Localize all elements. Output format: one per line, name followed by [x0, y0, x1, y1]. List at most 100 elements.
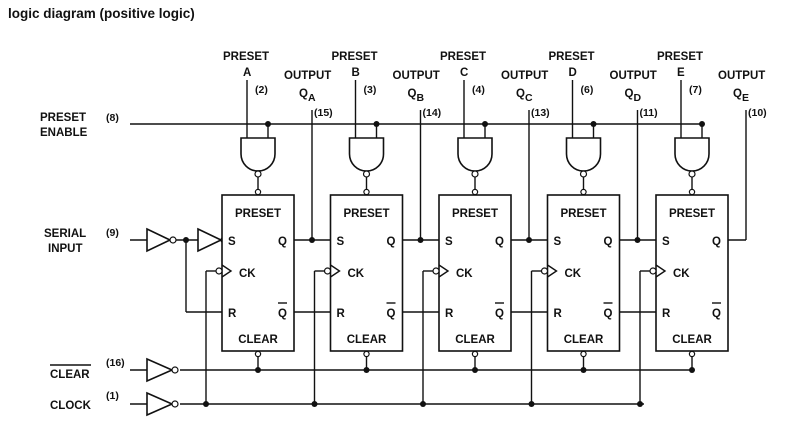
output-label: OUTPUT — [718, 70, 765, 82]
serial-input-label-2: INPUT — [48, 243, 83, 255]
clear-bubble-icon — [688, 350, 696, 358]
junction-dot-icon — [637, 401, 643, 407]
preset-pin: (7) — [689, 84, 702, 96]
ff-qbar-label: Q — [604, 308, 613, 320]
ff-clear-label: CLEAR — [672, 334, 712, 346]
clock-bubble-icon — [540, 267, 549, 275]
input-labels: PRESET ENABLE (8) SERIAL INPUT (9) CLEAR… — [40, 112, 125, 412]
clear-inverter-icon — [146, 357, 174, 383]
preset-enable-label-2: ENABLE — [40, 127, 88, 139]
output-q: Q — [408, 88, 417, 100]
gate-bubble-icon — [362, 170, 371, 178]
output-label: OUTPUT — [610, 70, 657, 82]
preset-pin: (4) — [472, 84, 485, 96]
output-pin: (13) — [531, 107, 550, 119]
preset-label: PRESET — [549, 51, 595, 63]
ff-s-label: S — [554, 236, 562, 248]
output-label: OUTPUT — [393, 70, 440, 82]
output-label: OUTPUT — [501, 70, 548, 82]
ff-s-label: S — [662, 236, 670, 248]
ff-preset-label: PRESET — [560, 208, 606, 220]
ff-q-label: Q — [495, 236, 504, 248]
input-inverters — [146, 227, 228, 417]
ff-ck-label: CK — [673, 268, 690, 280]
ff-ck-label: CK — [565, 268, 582, 280]
output-pin: (15) — [314, 107, 333, 119]
global-wires — [130, 123, 704, 405]
serial-input-pin: (9) — [106, 227, 119, 239]
ff-qbar-label: Q — [387, 308, 396, 320]
ff-clear-label: CLEAR — [564, 334, 604, 346]
register-stages: PRESET A (2) OUTPUT Q A (15) PRESET S Q CK R Q CLEAR P… — [203, 51, 767, 407]
ff-q-label: Q — [387, 236, 396, 248]
preset-letter: A — [243, 67, 251, 79]
ff-r-label: R — [445, 308, 454, 320]
output-pin: (14) — [423, 107, 442, 119]
output-subscript: A — [308, 92, 316, 104]
junction-dot-icon — [255, 367, 261, 373]
preset-bubble-icon — [363, 188, 370, 196]
ff-clear-label: CLEAR — [238, 334, 278, 346]
output-label: OUTPUT — [284, 70, 331, 82]
junction-dot-icon — [526, 237, 532, 243]
ff-preset-label: PRESET — [343, 208, 389, 220]
ff-s-label: S — [228, 236, 236, 248]
preset-pin: (6) — [581, 84, 594, 96]
ff-ck-label: CK — [348, 268, 365, 280]
preset-pin: (3) — [364, 84, 377, 96]
clock-bubble-icon — [323, 267, 332, 275]
ff-q-label: Q — [604, 236, 613, 248]
clock-input-pin: (1) — [106, 390, 119, 402]
preset-label: PRESET — [332, 51, 378, 63]
gate-bubble-icon — [471, 170, 479, 178]
preset-enable-pin: (8) — [106, 112, 119, 124]
clock-inverter-icon — [146, 391, 174, 417]
clock-bubble-icon — [432, 267, 440, 275]
preset-letter: B — [352, 67, 360, 79]
ff-s-label: S — [337, 236, 345, 248]
junction-dot-icon — [309, 237, 315, 243]
clock-bubble-icon — [215, 267, 223, 275]
clear-bubble-icon — [363, 350, 370, 358]
nand-gate-icon — [240, 137, 276, 172]
output-q: Q — [625, 88, 634, 100]
ff-preset-label: PRESET — [235, 208, 281, 220]
preset-bubble-icon — [471, 188, 479, 196]
clear-input-label: CLEAR — [50, 369, 90, 381]
preset-enable-label: PRESET — [40, 112, 86, 124]
inverter-bubble-icon — [171, 366, 179, 374]
ff-q-label: Q — [712, 236, 721, 248]
output-subscript: E — [742, 92, 749, 104]
clock-edge-icon — [330, 264, 341, 278]
clock-input-label: CLOCK — [50, 400, 92, 412]
ff-q-label: Q — [278, 236, 287, 248]
junction-dot-icon — [472, 367, 478, 373]
ff-r-label: R — [228, 308, 237, 320]
inverter-bubble-icon — [169, 236, 177, 244]
gate-bubble-icon — [254, 170, 262, 178]
preset-pin: (2) — [255, 84, 268, 96]
diagram-title: logic diagram (positive logic) — [8, 6, 195, 21]
ff-preset-label: PRESET — [452, 208, 498, 220]
serial-inverter-2-icon — [197, 227, 223, 253]
nand-gate-icon — [348, 137, 385, 172]
junction-dot-icon — [203, 401, 209, 407]
inverter-bubble-icon — [171, 400, 179, 408]
nand-gate-icon — [565, 137, 602, 172]
output-q: Q — [516, 88, 525, 100]
preset-letter: E — [677, 67, 685, 79]
ff-qbar-label: Q — [712, 308, 721, 320]
clock-edge-icon — [438, 264, 450, 278]
preset-letter: C — [460, 67, 468, 79]
ff-preset-label: PRESET — [669, 208, 715, 220]
clear-bubble-icon — [580, 350, 587, 358]
preset-label: PRESET — [657, 51, 703, 63]
preset-bubble-icon — [688, 188, 696, 196]
junction-dot-icon — [528, 401, 535, 407]
preset-bubble-icon — [580, 188, 587, 196]
ff-r-label: R — [662, 308, 671, 320]
serial-input-label: SERIAL — [44, 228, 86, 240]
